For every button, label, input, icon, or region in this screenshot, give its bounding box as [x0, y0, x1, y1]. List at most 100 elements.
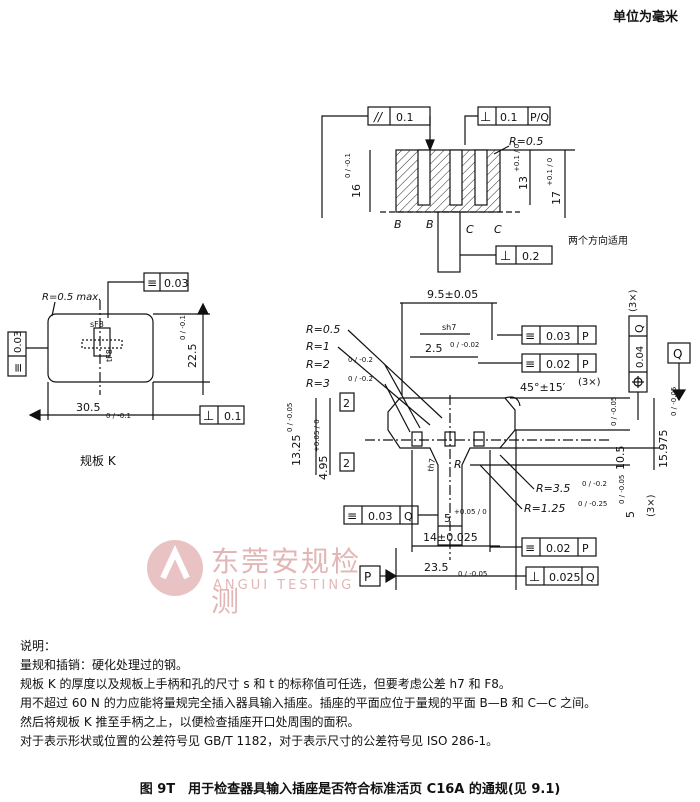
- dim-5: 5: [624, 511, 637, 518]
- x3-c: (3×): [646, 494, 657, 517]
- main-front-view: 9.5±0.05 sh7 R=0.5 R=1 R=2 0 / -0.2 R=3 …: [286, 288, 691, 590]
- watermark: 东莞安规检测 ANGUI TESTING: [145, 538, 375, 618]
- plate-radius-label: R=0.5 max.: [42, 292, 101, 303]
- x3-a: (3×): [578, 377, 601, 388]
- dim-14: 14±0.025: [423, 531, 478, 544]
- r-1-25: R=1.25: [524, 502, 565, 515]
- dim-15-975: 15.975: [657, 430, 670, 469]
- datum-p-label: P: [364, 570, 371, 584]
- dim-16-tol: 0 / -0.1: [344, 153, 352, 178]
- symmetry-icon: ≡: [147, 276, 157, 290]
- notes-line-4: 然后将规板 K 推至手柄之上，以便检查插座开口处周围的面积。: [20, 715, 360, 729]
- dim-15-975-tol: 0 / -0.05: [670, 387, 678, 416]
- dim-4-95: 4.95: [317, 456, 330, 481]
- plate-dim-305: 30.5: [76, 401, 101, 414]
- dim-2-5: 2.5: [425, 342, 443, 355]
- plate-fcf-sym-top: 0.03: [164, 277, 189, 290]
- plate-k-view: R=0.5 max. ≡ 0.03 sF8 tF8 ≡ 0.03 22.5 0 …: [7, 272, 245, 468]
- r-3-5: R=3.5: [536, 482, 570, 495]
- technical-drawing: // 0.1 ⊥ 0.1 P/Q R=0.5 16 0 / -0.1 13 +0…: [7, 106, 691, 590]
- notes-heading: 说明：: [20, 639, 57, 653]
- dim-5-b: 5: [444, 512, 451, 525]
- fcf-sym-q-datum: Q: [404, 510, 413, 523]
- s-h7-label: sh7: [442, 323, 456, 332]
- section-c-left: C: [466, 223, 474, 236]
- dim-2-5-tol: 0 / -0.02: [450, 341, 479, 349]
- notes-line-2: 规板 K 的厚度以及规板上手柄和孔的尺寸 s 和 t 的标称值可任选，但要考虑公…: [20, 677, 511, 691]
- r-2-tol: 0 / -0.2: [348, 356, 373, 364]
- dim-17-tol: +0.1 / 0: [546, 158, 554, 186]
- dim-13-25-tol: 0 / -0.05: [286, 403, 294, 432]
- datum-q-label: Q: [673, 347, 682, 361]
- dim-13: 13: [517, 176, 530, 190]
- plate-t-label: tF8: [105, 349, 114, 362]
- fcf-sym-p3-value: 0.02: [546, 542, 571, 555]
- fcf-parallel-value: 0.1: [396, 111, 414, 124]
- dim-4-95-tol: +0.05 / 0: [313, 419, 321, 452]
- section-b-right: B: [426, 218, 434, 231]
- notes-line-3: 用不超过 60 N 的力应能将量规完全插入器具输入插座。插座的平面应位于量规的平…: [20, 696, 597, 710]
- dim-5-b-tol: +0.05 / 0: [454, 508, 487, 516]
- dim-13-tol: +0.1 / 0: [513, 144, 521, 172]
- section-b-left: B: [394, 218, 402, 231]
- dim-10-5-tol: 0 / -0.05: [610, 397, 618, 426]
- watermark-cn: 东莞安规检测: [211, 545, 362, 618]
- perpendicular-icon: ⊥: [500, 249, 511, 264]
- x3-b: (3×): [628, 289, 639, 312]
- perpendicular-icon: ⊥: [203, 409, 214, 424]
- r-3-tol: 0 / -0.2: [348, 375, 373, 383]
- plate-s-label: sF8: [90, 320, 104, 329]
- fcf-sym-p2-datum: P: [582, 358, 589, 371]
- perpendicular-icon: ⊥: [529, 570, 540, 585]
- fcf-bottom-value: 0.2: [522, 250, 540, 263]
- symmetry-icon: ≡: [525, 329, 535, 343]
- r-label: R: [454, 458, 462, 471]
- note-two-directions: 两个方向适用: [568, 234, 628, 247]
- dim-5-tol: 0 / -0.05: [618, 475, 626, 504]
- fcf-perp-q-datum: Q: [586, 571, 595, 584]
- box-2-a: 2: [343, 397, 350, 410]
- r-3-5-tol: 0 / -0.2: [582, 480, 607, 488]
- watermark-en: ANGUI TESTING: [213, 578, 355, 593]
- dim-16: 16: [350, 184, 363, 198]
- dim-10-5: 10.5: [614, 446, 627, 471]
- notes-line-5: 对于表示形状或位置的公差符号见 GB/T 1182，对于表示尺寸的公差符号见 I…: [20, 734, 499, 748]
- fcf-sym-q-value: 0.03: [368, 510, 393, 523]
- symmetry-icon: ≡: [347, 509, 357, 523]
- box-2-b: 2: [343, 457, 350, 470]
- fcf-sym-p3-datum: P: [582, 542, 589, 555]
- fcf-perp-top-datum: P/Q: [530, 111, 549, 124]
- plate-dim-305-tol: 0 / -0.1: [106, 412, 131, 420]
- r-2: R=2: [306, 358, 330, 371]
- angle-label: 45°±15′: [520, 381, 566, 394]
- dim-9-5: 9.5±0.05: [427, 288, 478, 301]
- dim-23-5: 23.5: [424, 561, 449, 574]
- dim-23-5-tol: 0 / -0.05: [458, 570, 487, 578]
- r-1-25-tol: 0 / -0.25: [578, 500, 607, 508]
- top-radius-label: R=0.5: [509, 135, 543, 148]
- plate-fcf-perp: 0.1: [224, 410, 242, 423]
- notes-section: 说明： 量规和插销：硬化处理过的钢。 规板 K 的厚度以及规板上手柄和孔的尺寸 …: [20, 637, 690, 751]
- r-0-5: R=0.5: [306, 323, 340, 336]
- r-3: R=3: [306, 377, 330, 390]
- fcf-vert-value: 0.04: [635, 346, 646, 368]
- symmetry-icon: ≡: [525, 357, 535, 371]
- dim-13-25: 13.25: [290, 435, 303, 467]
- plate-dim-225: 22.5: [186, 344, 199, 369]
- unit-note: 单位为毫米: [612, 10, 678, 25]
- plate-fcf-sym-left: 0.03: [13, 331, 24, 353]
- fcf-sym-p-datum: P: [582, 330, 589, 343]
- fcf-sym-p2-value: 0.02: [546, 358, 571, 371]
- figure-caption: 图 9T 用于检查器具输入插座是否符合标准活页 C16A 的通规(见 9.1): [139, 782, 561, 797]
- parallel-icon: //: [373, 110, 384, 124]
- perpendicular-icon: ⊥: [480, 110, 491, 125]
- plate-title: 规板 K: [80, 453, 117, 468]
- section-c-right: C: [494, 223, 502, 236]
- top-section-view: // 0.1 ⊥ 0.1 P/Q R=0.5 16 0 / -0.1 13 +0…: [321, 106, 628, 273]
- fcf-vert-datum: Q: [633, 324, 646, 333]
- dim-17: 17: [550, 191, 563, 205]
- r-1: R=1: [306, 340, 330, 353]
- symmetry-icon: ≡: [11, 363, 25, 373]
- fcf-perp-top-value: 0.1: [500, 111, 518, 124]
- plate-dim-225-tol: 0 / -0.1: [179, 315, 187, 340]
